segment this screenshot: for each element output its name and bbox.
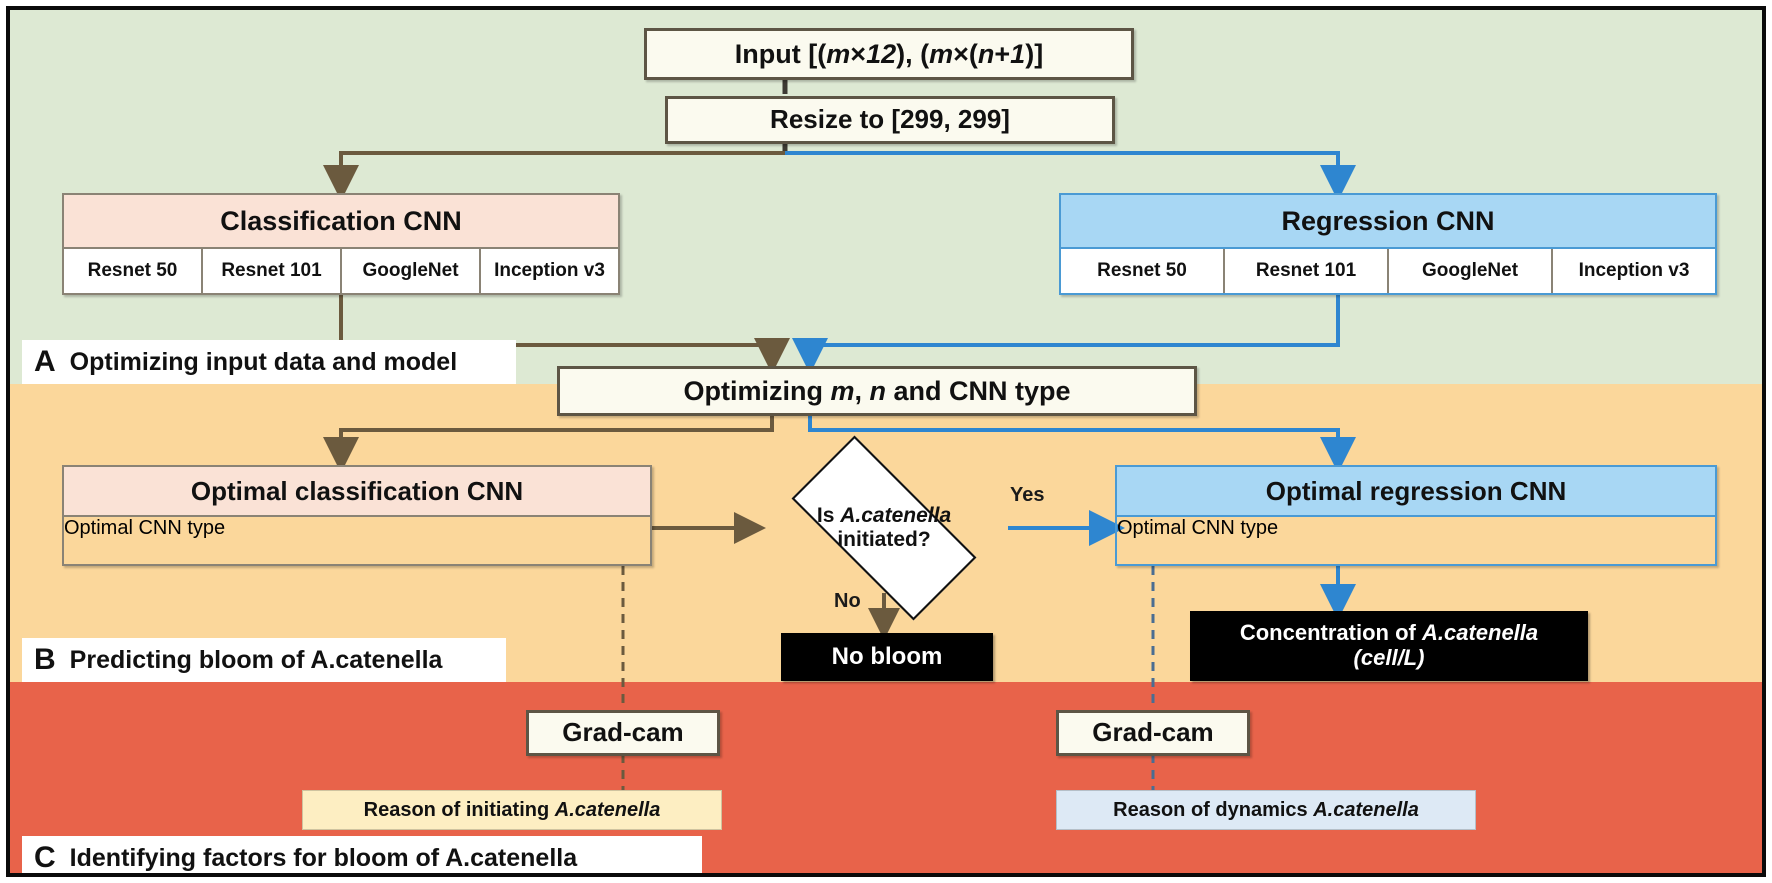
input-label: Input [(m×12), (m×(n+1)] (734, 38, 1044, 69)
model-cell: Resnet 50 (1061, 249, 1223, 293)
reason-left-node: Reason of initiating A.catenella (302, 790, 722, 830)
gradcam-left-node: Grad-cam (526, 710, 720, 756)
model-cell: GoogleNet (1387, 249, 1551, 293)
decision-diamond: Is A.catenella initiated? (762, 435, 1006, 621)
optimal-regression-title: Optimal regression CNN (1117, 467, 1715, 517)
optimal-classification-title: Optimal classification CNN (64, 467, 650, 517)
resize-node: Resize to [299, 299] (665, 96, 1115, 144)
model-cell: Resnet 101 (201, 249, 340, 293)
model-cell: Resnet 50 (64, 249, 201, 293)
optimal-classification-card: Optimal classification CNN Optimal CNN t… (62, 465, 652, 566)
section-text-a: Optimizing input data and model (69, 347, 458, 376)
gradcam-left-label: Grad-cam (562, 717, 684, 748)
branch-label-yes: Yes (1010, 484, 1045, 506)
model-cell: Inception v3 (1551, 249, 1715, 293)
concentration-node: Concentration of A.catenella (cell/L) (1190, 611, 1588, 681)
no-bloom-node: No bloom (781, 633, 993, 681)
section-caption-b: B Predicting bloom of A.catenella (22, 638, 506, 682)
optimal-classification-subtitle: Optimal CNN type (64, 517, 226, 539)
concentration-text: Concentration of A.catenella (cell/L) (1240, 621, 1538, 670)
no-bloom-label: No bloom (831, 642, 943, 670)
section-text-c: Identifying factors for bloom of A.caten… (69, 843, 578, 872)
section-letter-a: A (34, 345, 56, 378)
optimizing-node: Optimizing m, n and CNN type (557, 366, 1197, 416)
input-node: Input [(m×12), (m×(n+1)] (644, 28, 1134, 80)
concentration-line1: Concentration of A.catenella (1239, 620, 1539, 646)
classification-cnn-models: Resnet 50 Resnet 101 GoogleNet Inception… (64, 249, 618, 293)
classification-cnn-title: Classification CNN (64, 195, 618, 249)
model-cell: GoogleNet (340, 249, 479, 293)
optimal-regression-card: Optimal regression CNN Optimal CNN type (1115, 465, 1717, 566)
regression-cnn-models: Resnet 50 Resnet 101 GoogleNet Inception… (1061, 249, 1715, 293)
section-caption-c: C Identifying factors for bloom of A.cat… (22, 836, 702, 874)
figure-frame: Input [(m×12), (m×(n+1)] Resize to [299,… (6, 6, 1766, 877)
concentration-line2: (cell/L) (1353, 645, 1425, 670)
model-cell: Resnet 101 (1223, 249, 1387, 293)
decision-text: Is A.catenella initiated? (762, 465, 1006, 591)
reason-right-node: Reason of dynamics A.catenella (1056, 790, 1476, 830)
reason-right-label: Reason of dynamics A.catenella (1113, 798, 1419, 821)
branch-label-no: No (834, 590, 861, 612)
decision-line2: initiated? (837, 528, 931, 551)
model-cell: Inception v3 (479, 249, 618, 293)
section-text-b: Predicting bloom of A.catenella (69, 645, 443, 674)
regression-cnn-title: Regression CNN (1061, 195, 1715, 249)
section-letter-c: C (34, 841, 56, 874)
gradcam-right-label: Grad-cam (1092, 717, 1214, 748)
reason-left-label: Reason of initiating A.catenella (363, 798, 661, 821)
resize-label: Resize to [299, 299] (770, 104, 1010, 135)
optimizing-label: Optimizing m, n and CNN type (683, 375, 1071, 406)
section-letter-b: B (34, 643, 56, 676)
section-caption-a: A Optimizing input data and model (22, 340, 516, 384)
gradcam-right-node: Grad-cam (1056, 710, 1250, 756)
regression-cnn-card: Regression CNN Resnet 50 Resnet 101 Goog… (1059, 193, 1717, 295)
optimal-regression-subtitle: Optimal CNN type (1117, 517, 1279, 539)
classification-cnn-card: Classification CNN Resnet 50 Resnet 101 … (62, 193, 620, 295)
decision-line1: Is A.catenella (816, 503, 952, 527)
